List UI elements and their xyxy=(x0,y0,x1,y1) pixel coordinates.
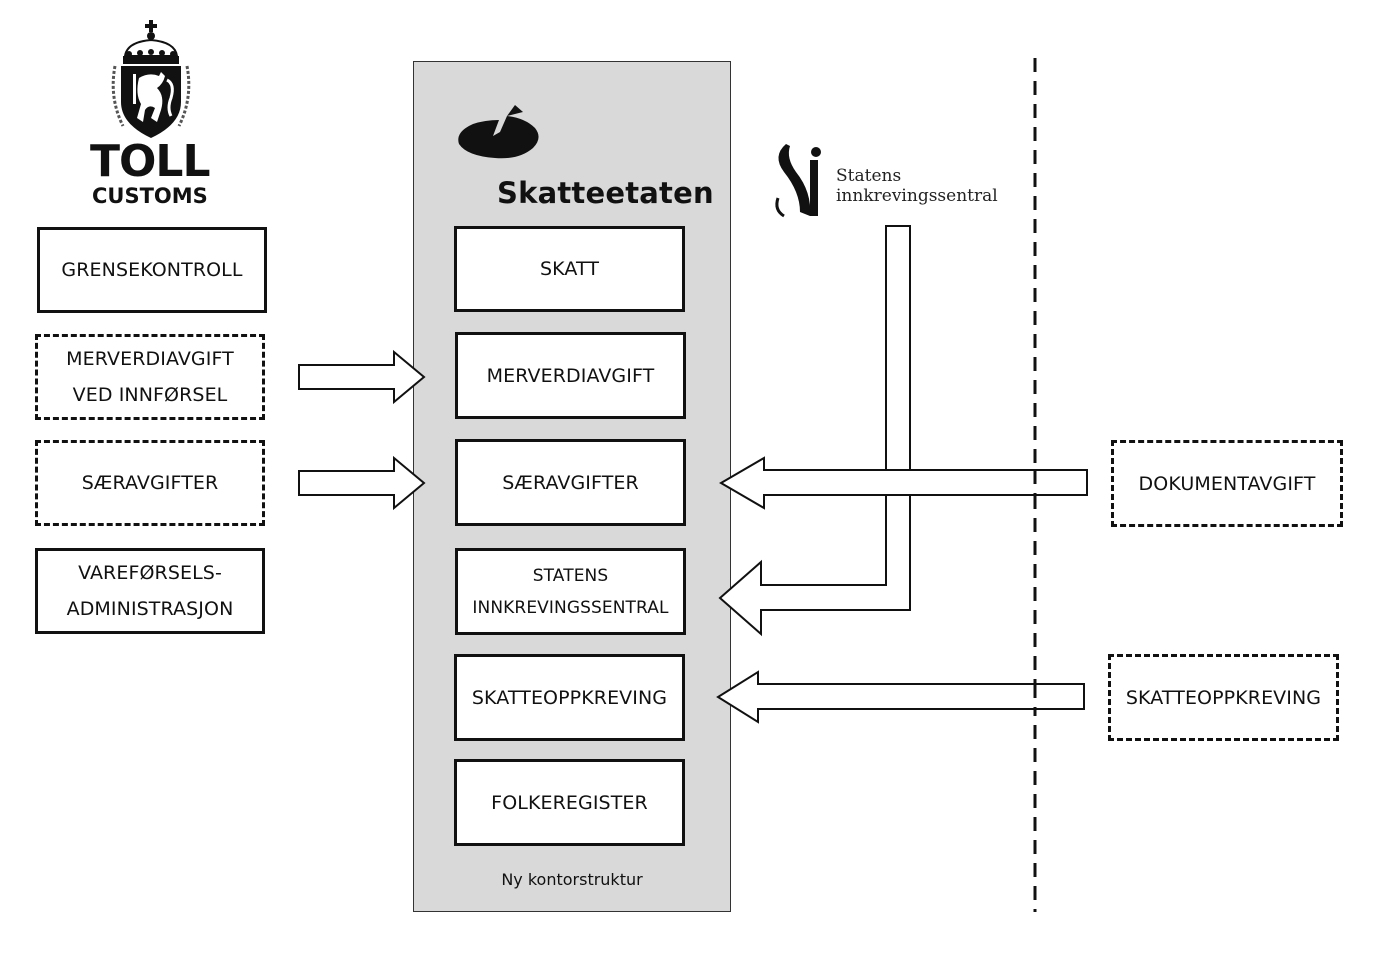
box-label-line2: ADMINISTRASJON xyxy=(66,598,234,620)
skatt-box-merverdiavgift: MERVERDIAVGIFT xyxy=(455,332,686,419)
toll-box-vareforsels-administrasjon: VAREFØRSELS- ADMINISTRASJON xyxy=(35,548,265,634)
box-label: DOKUMENTAVGIFT xyxy=(1138,472,1316,495)
skatt-box-saeravgifter: SÆRAVGIFTER xyxy=(455,439,686,526)
box-label-line2: VED INNFØRSEL xyxy=(72,384,228,406)
toll-box-saeravgifter: SÆRAVGIFTER xyxy=(35,440,265,526)
arrow-saeravgifter-in xyxy=(298,455,426,511)
norwegian-coat-of-arms-icon xyxy=(111,20,191,138)
box-label: SÆRAVGIFTER xyxy=(502,471,639,494)
arrow-dokumentavgift-in xyxy=(719,456,1088,510)
box-label: SKATTEOPPKREVING xyxy=(1125,686,1322,709)
box-label: SKATT xyxy=(539,258,600,280)
sis-monogram-icon xyxy=(775,144,821,218)
sis-wordmark-line2: innkrevingssentral xyxy=(836,186,998,206)
sis-wordmark: Statens innkrevingssentral xyxy=(836,166,998,206)
toll-box-grensekontroll: GRENSEKONTROLL xyxy=(37,227,267,313)
external-box-skatteoppkreving: SKATTEOPPKREVING xyxy=(1108,654,1339,741)
box-label: MERVERDIAVGIFT xyxy=(486,364,655,387)
skatteetaten-pie-icon xyxy=(458,105,539,159)
arrow-merverdiavgift-in xyxy=(298,349,426,405)
skatt-box-folkeregister: FOLKEREGISTER xyxy=(454,759,685,846)
customs-wordmark: CUSTOMS xyxy=(92,184,208,208)
skatt-box-skatteoppkreving: SKATTEOPPKREVING xyxy=(454,654,685,741)
box-label-line2: INNKREVINGSSENTRAL xyxy=(472,597,669,618)
box-label: SÆRAVGIFTER xyxy=(81,472,219,494)
arrow-sis-in xyxy=(718,225,911,637)
skatt-footer-label: Ny kontorstruktur xyxy=(501,870,643,889)
box-label-line1: MERVERDIAVGIFT xyxy=(66,348,234,370)
skatteetaten-wordmark: Skatteetaten xyxy=(497,176,714,210)
sis-wordmark-line1: Statens xyxy=(836,166,902,186)
box-label: FOLKEREGISTER xyxy=(491,791,648,814)
arrow-skatteoppkreving-in xyxy=(716,670,1085,724)
box-label-line1: STATENS xyxy=(532,565,609,586)
box-label-line1: VAREFØRSELS- xyxy=(78,562,222,584)
toll-box-merverdiavgift-ved-innforsel: MERVERDIAVGIFT VED INNFØRSEL xyxy=(35,334,265,420)
external-box-dokumentavgift: DOKUMENTAVGIFT xyxy=(1111,440,1343,527)
skatt-box-statens-innkrevingssentral: STATENS INNKREVINGSSENTRAL xyxy=(455,548,686,635)
skatt-box-skatt: SKATT xyxy=(454,226,685,312)
toll-wordmark: TOLL xyxy=(90,136,210,187)
box-label: SKATTEOPPKREVING xyxy=(471,686,668,709)
box-label: GRENSEKONTROLL xyxy=(61,259,243,281)
